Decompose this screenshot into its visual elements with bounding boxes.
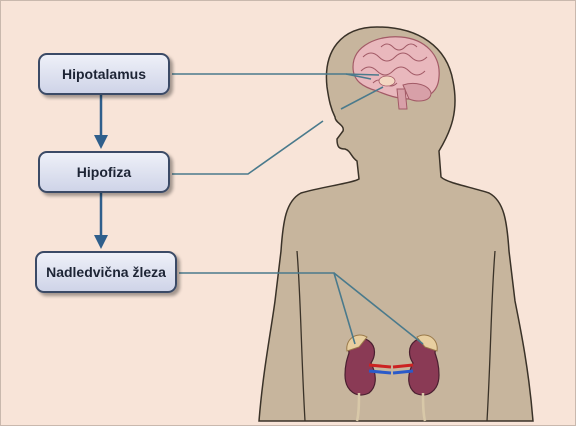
node-pituitary: Hipofiza xyxy=(38,151,170,193)
node-label: Hipofiza xyxy=(77,164,131,180)
arrow-pituitary-to-adrenal xyxy=(94,193,108,249)
pointer-line-pituitary xyxy=(172,121,323,174)
arrow-hypothalamus-to-pituitary xyxy=(94,95,108,149)
node-label: Hipotalamus xyxy=(62,66,146,82)
node-adrenal-gland: Nadledvična žleza xyxy=(35,251,177,293)
node-hypothalamus: Hipotalamus xyxy=(38,53,170,95)
node-label: Nadledvična žleza xyxy=(46,264,166,280)
